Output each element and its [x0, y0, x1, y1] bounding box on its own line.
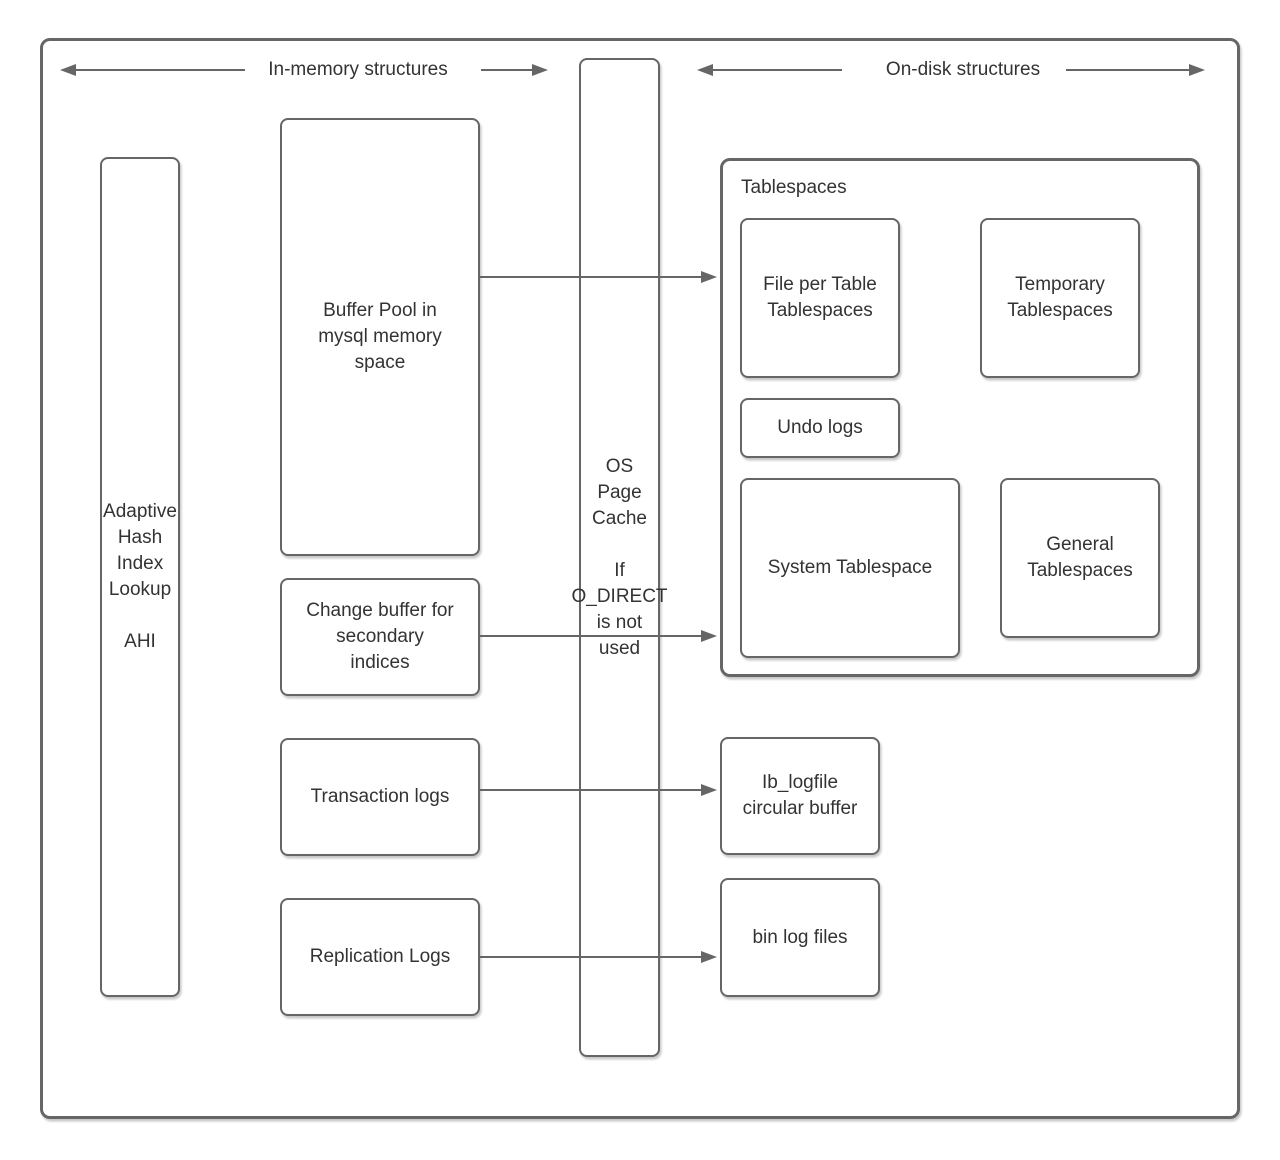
arrow-replication-logs-to-bin-log-files: [480, 950, 717, 963]
node-replication-logs: Replication Logs: [280, 898, 480, 1016]
node-file-per-table-tablespaces-label: File per Table Tablespaces: [763, 274, 877, 321]
arrow-transaction-logs-to-ib-logfile: [480, 783, 717, 796]
on-disk-right-arrow: [1066, 63, 1205, 76]
node-general-tablespaces: General Tablespaces: [1000, 478, 1160, 638]
node-general-tablespaces-label: General Tablespaces: [1027, 534, 1133, 581]
arrow-buffer-pool-to-tablespaces: [480, 270, 717, 283]
on-disk-header: On-disk structures: [885, 59, 1041, 80]
node-bin-log-files-label: bin log files: [752, 926, 848, 948]
node-buffer-pool-label: Buffer Pool in mysql memory space: [318, 300, 442, 373]
node-os-page-cache: OS Page Cache If O_DIRECT is not used: [571, 58, 668, 1057]
in-memory-right-arrow: [481, 63, 548, 76]
node-transaction-logs-label: Transaction logs: [310, 786, 450, 807]
node-system-tablespace: System Tablespace: [740, 478, 960, 658]
in-memory-header: In-memory structures: [268, 59, 448, 80]
node-adaptive-hash-index: Adaptive Hash Index Lookup AHI: [100, 157, 180, 997]
node-system-tablespace-label: System Tablespace: [767, 557, 933, 578]
on-disk-left-arrow: [697, 63, 842, 76]
node-undo-logs-label: Undo logs: [777, 417, 863, 438]
node-bin-log-files: bin log files: [720, 878, 880, 997]
node-ib-logfile: Ib_logfile circular buffer: [720, 737, 880, 855]
node-buffer-pool: Buffer Pool in mysql memory space: [280, 118, 480, 556]
tablespaces-group-label: Tablespaces: [741, 177, 847, 198]
node-undo-logs: Undo logs: [740, 398, 900, 458]
arrow-change-buffer-to-tablespaces: [480, 629, 717, 642]
in-memory-left-arrow: [60, 63, 245, 76]
node-file-per-table-tablespaces: File per Table Tablespaces: [740, 218, 900, 378]
node-change-buffer: Change buffer for secondary indices: [280, 578, 480, 696]
node-adaptive-hash-index-label: Adaptive Hash Index Lookup AHI: [103, 501, 177, 652]
node-change-buffer-label: Change buffer for secondary indices: [306, 600, 454, 673]
node-ib-logfile-label: Ib_logfile circular buffer: [742, 772, 858, 819]
node-replication-logs-label: Replication Logs: [309, 946, 451, 967]
node-transaction-logs: Transaction logs: [280, 738, 480, 856]
node-os-page-cache-label: OS Page Cache If O_DIRECT is not used: [571, 455, 668, 659]
node-temporary-tablespaces-label: Temporary Tablespaces: [1007, 274, 1113, 321]
node-temporary-tablespaces: Temporary Tablespaces: [980, 218, 1140, 378]
